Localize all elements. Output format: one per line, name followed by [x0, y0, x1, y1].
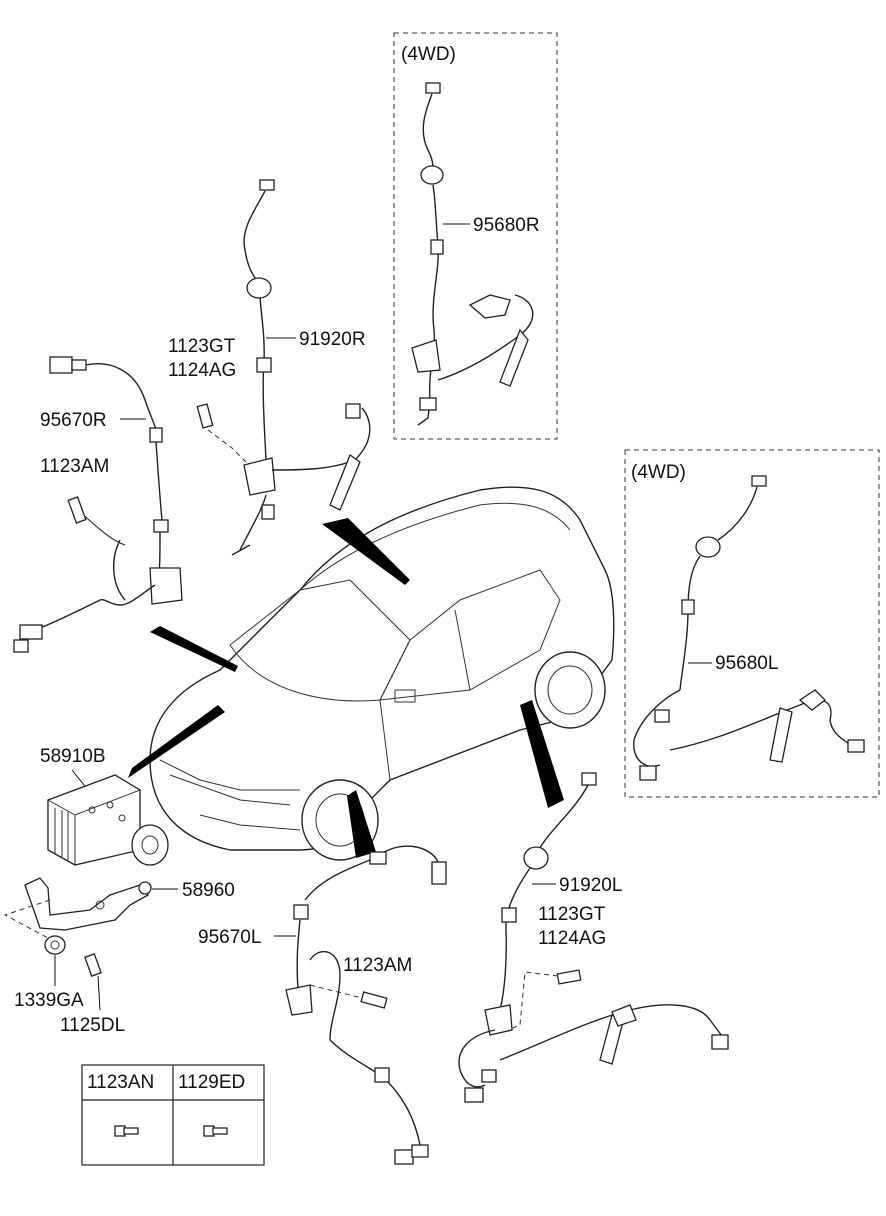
- rear-wheel: [534, 651, 606, 729]
- legend-bolt-1129ED[interactable]: [203, 1125, 228, 1137]
- label-1124AG-bottom: 1124AG: [538, 928, 606, 949]
- label-1125DL: 1125DL: [60, 1015, 125, 1036]
- pointer-arrows: [128, 518, 564, 858]
- label-1123AM-bottom: 1123AM: [343, 955, 412, 976]
- label-95680R: 95680R: [473, 215, 540, 236]
- label-1124AG-top: 1124AG: [168, 360, 236, 381]
- abs-module-58910B[interactable]: [47, 774, 169, 866]
- nut-1339GA[interactable]: [44, 935, 66, 955]
- bolt-1123GT-bottom[interactable]: [507, 969, 582, 1031]
- bolt-1123AM-top[interactable]: [67, 496, 87, 524]
- label-95670L: 95670L: [198, 927, 261, 948]
- box-4wd-side-frame: [624, 449, 880, 798]
- legend-header-1123AN: 1123AN: [87, 1072, 154, 1093]
- sensor-95680L[interactable]: [633, 475, 865, 781]
- fastener-legend-table: 1123AN 1129ED: [81, 1064, 265, 1166]
- box-4wd-side: (4WD) 95680L: [624, 449, 880, 798]
- label-1339GA: 1339GA: [14, 990, 84, 1011]
- box-4wd-rear-title: (4WD): [401, 44, 456, 65]
- sensor-95670R[interactable]: [13, 356, 183, 653]
- harness-91920R[interactable]: [231, 179, 371, 556]
- box-4wd-rear: (4WD) 95680R: [393, 32, 558, 440]
- label-58960: 58960: [182, 880, 235, 901]
- label-95680L: 95680L: [715, 653, 778, 674]
- label-91920R: 91920R: [299, 329, 366, 350]
- harness-91920L[interactable]: [458, 772, 729, 1103]
- label-1123GT-bottom: 1123GT: [538, 904, 606, 925]
- sensor-95670L[interactable]: [285, 845, 447, 1165]
- legend-bolt-1123AN[interactable]: [114, 1125, 139, 1137]
- box-4wd-rear-frame: [393, 32, 558, 440]
- label-58910B: 58910B: [40, 746, 106, 767]
- bolt-1125DL[interactable]: [84, 953, 102, 977]
- box-4wd-side-title: (4WD): [631, 462, 686, 483]
- bolt-1123AM-bottom[interactable]: [309, 984, 388, 1009]
- sensor-95680R[interactable]: [411, 82, 534, 426]
- legend-header-1129ED: 1129ED: [178, 1072, 245, 1093]
- bolt-1123GT-top[interactable]: [196, 403, 247, 463]
- label-1123AM-top: 1123AM: [40, 456, 109, 477]
- label-95670R: 95670R: [40, 410, 107, 431]
- label-1123GT-top: 1123GT: [168, 336, 236, 357]
- label-91920L: 91920L: [559, 875, 622, 896]
- bracket-58960[interactable]: [24, 877, 152, 931]
- vehicle-outline: [149, 486, 615, 861]
